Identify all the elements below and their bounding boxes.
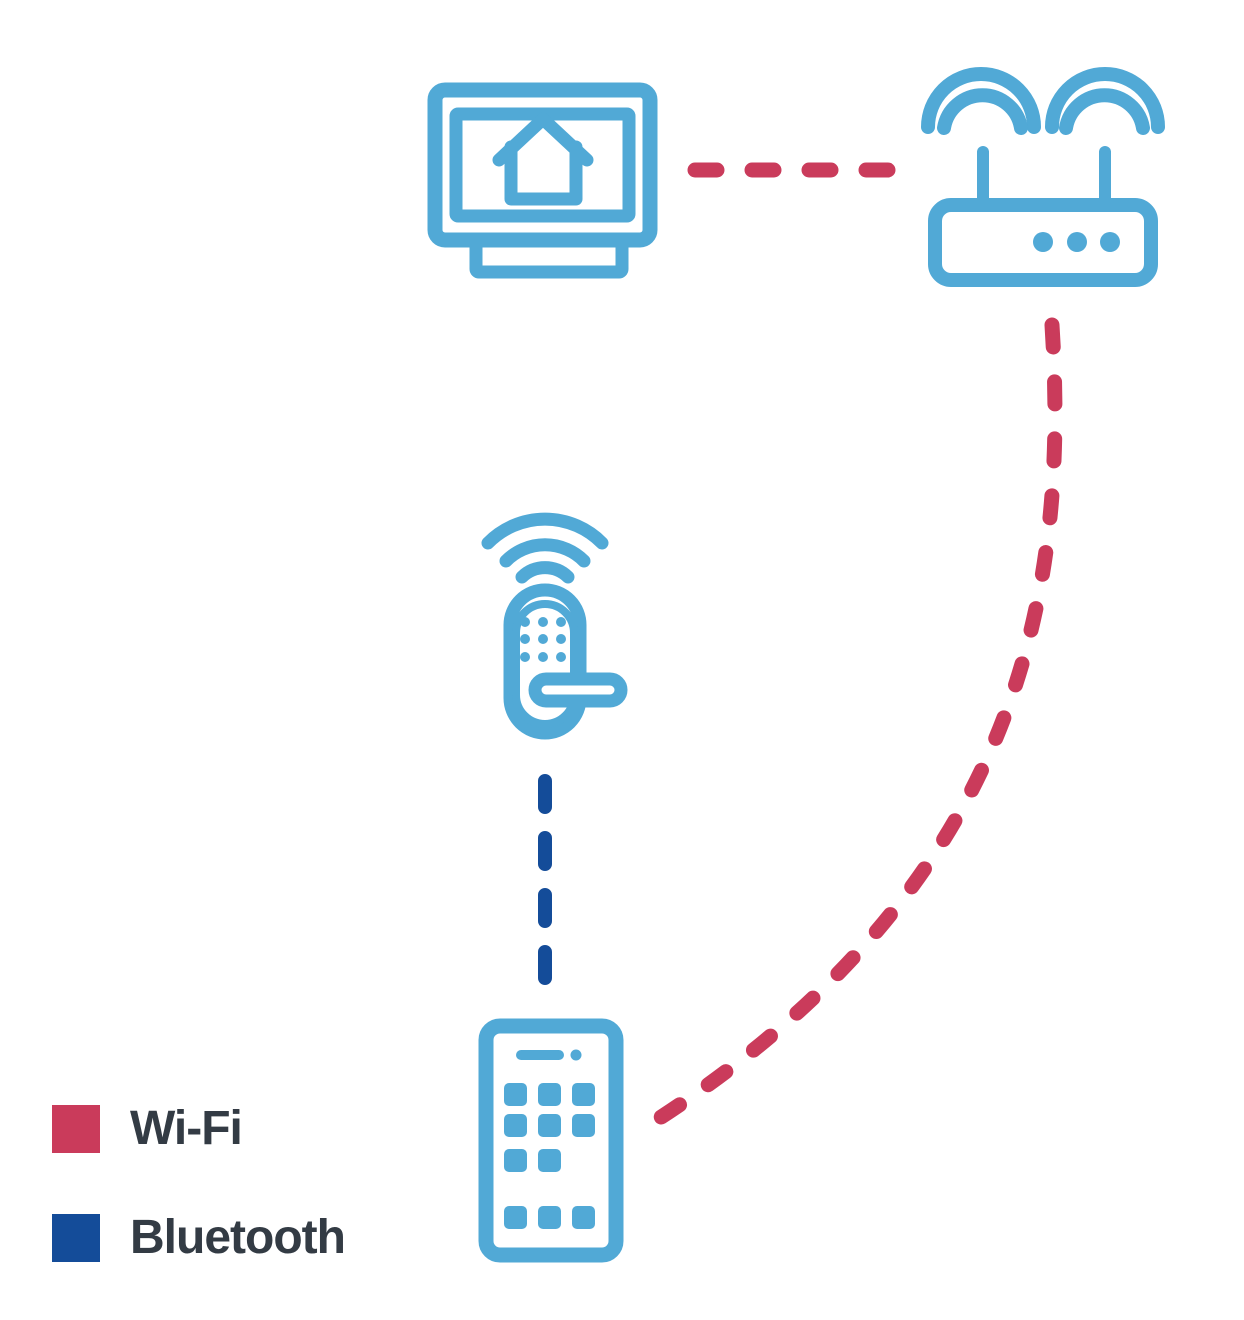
wifi-signal-right-icon (1045, 67, 1165, 135)
legend: Wi-Fi Bluetooth (52, 1105, 346, 1264)
lock-handle (528, 672, 628, 708)
bluetooth-legend-label: Bluetooth (130, 1211, 346, 1264)
phone-app-grid (504, 1083, 595, 1172)
home-icon (492, 112, 594, 206)
wireless-signal-icon (481, 512, 609, 584)
smartphone-icon (478, 1018, 624, 1263)
legend-item-bluetooth: Bluetooth (52, 1211, 346, 1264)
tv-frame (427, 82, 658, 248)
phone-dock-row (504, 1206, 595, 1229)
lock-faceplate (512, 600, 578, 728)
router-icon (921, 67, 1165, 287)
wifi-connection-router-phone (644, 317, 1063, 1131)
wifi-signal-left-icon (921, 67, 1041, 135)
router-status-lights (1033, 232, 1120, 252)
legend-item-wifi: Wi-Fi (52, 1105, 345, 1153)
lock-keypad (520, 617, 566, 662)
bluetooth-color-swatch (52, 1214, 100, 1262)
wifi-legend-label: Wi-Fi (130, 1102, 243, 1155)
phone-camera-dot (570, 1049, 582, 1061)
smart-lock-icon (481, 512, 628, 740)
wifi-color-swatch (52, 1105, 100, 1153)
smart-display-icon (427, 82, 658, 279)
